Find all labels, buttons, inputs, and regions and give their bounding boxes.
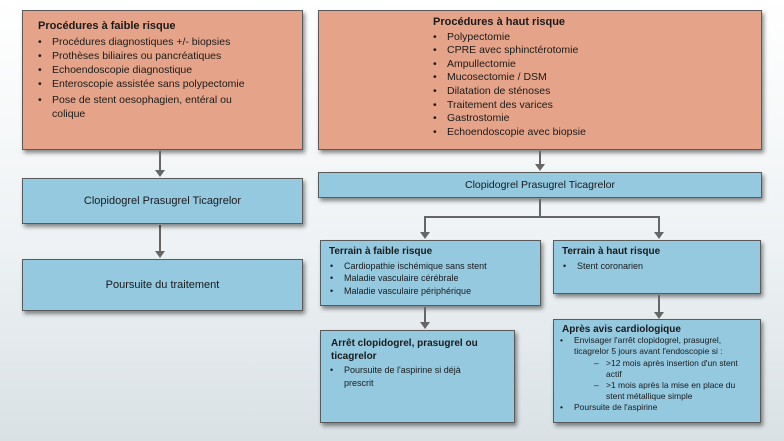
low-risk-terrain-box: Terrain à faible risque Cardiopathie isc… <box>320 240 541 306</box>
arrow-down-icon <box>420 322 430 329</box>
list-item: CPRE avec sphinctérotomie <box>433 44 751 58</box>
list-item: Poursuite de l'aspirine si déjà prescrit <box>330 364 474 389</box>
arrow-down-icon <box>155 170 165 177</box>
arrow-down-icon <box>654 232 664 239</box>
list-item: Cardiopathie ischémique sans stent <box>330 260 534 273</box>
list-item: Poursuite de l'aspirine <box>560 402 754 413</box>
cardiology-advice-box: Après avis cardiologique Envisager l'arr… <box>553 319 761 423</box>
list-item: Enteroscopie assistée sans polypectomie <box>38 77 252 91</box>
stop-treatment-list: Poursuite de l'aspirine si déjà prescrit <box>330 364 508 389</box>
stop-treatment-title: Arrêt clopidogrel, prasugrel ou ticagrel… <box>331 338 478 362</box>
right-drugs-label: Clopidogrel Prasugrel Ticagrelor <box>465 179 615 191</box>
list-item: Prothèses biliaires ou pancréatiques <box>38 49 292 63</box>
list-item: Stent coronarien <box>563 260 754 273</box>
left-drugs-label: Clopidogrel Prasugrel Ticagrelor <box>83 195 242 207</box>
left-drugs-box: Clopidogrel Prasugrel Ticagrelor <box>22 178 303 224</box>
connector-line <box>539 199 541 218</box>
arrow-down-icon <box>654 312 664 319</box>
connector-line <box>424 216 660 218</box>
list-item: >1 mois après la mise en place du stent … <box>594 380 751 402</box>
list-item: Procédures diagnostiques +/- biopsies <box>38 35 292 49</box>
low-risk-terrain-title: Terrain à faible risque <box>329 246 433 257</box>
continue-treatment-box: Poursuite du traitement <box>22 259 303 311</box>
connector-line <box>424 307 426 323</box>
list-item: Gastrostomie <box>433 112 751 126</box>
list-item: Envisager l'arrêt clopidogrel, prasugrel… <box>560 335 752 357</box>
list-item: >12 mois après insertion d'un stent acti… <box>594 358 746 380</box>
connector-line <box>658 295 660 313</box>
list-item: Maladie vasculaire périphérique <box>330 285 534 298</box>
low-risk-procedures-box: Procédures à faible risque Procédures di… <box>22 10 303 150</box>
list-item: Echoendoscopie avec biopsie <box>433 126 751 140</box>
cardiology-advice-title: Après avis cardiologique <box>562 324 681 335</box>
continue-treatment-label: Poursuite du traitement <box>105 279 220 291</box>
list-item: Traitement des varices <box>433 99 751 113</box>
arrow-down-icon <box>155 251 165 258</box>
list-item: Dilatation de sténoses <box>433 85 751 99</box>
connector-line <box>658 216 660 233</box>
list-item: Echoendoscopie diagnostique <box>38 63 292 77</box>
low-risk-procedures-title: Procédures à faible risque <box>38 20 176 32</box>
list-item: Polypectomie <box>433 31 751 45</box>
connector-line <box>159 225 161 252</box>
high-risk-procedures-title: Procédures à haut risque <box>433 16 566 28</box>
arrow-down-icon <box>535 164 545 171</box>
cardiology-advice-list-2: Poursuite de l'aspirine <box>560 402 754 413</box>
connector-line <box>159 151 161 171</box>
cardiology-advice-list: Envisager l'arrêt clopidogrel, prasugrel… <box>560 335 754 357</box>
connector-line <box>539 151 541 165</box>
right-drugs-box: Clopidogrel Prasugrel Ticagrelor <box>318 172 762 198</box>
arrow-down-icon <box>420 232 430 239</box>
stop-treatment-box: Arrêt clopidogrel, prasugrel ou ticagrel… <box>320 330 515 423</box>
low-risk-terrain-list: Cardiopathie ischémique sans stent Malad… <box>329 260 534 298</box>
connector-line <box>424 216 426 233</box>
high-risk-terrain-list: Stent coronarien <box>562 260 754 273</box>
low-risk-procedures-list: Procédures diagnostiques +/- biopsies Pr… <box>38 35 292 121</box>
list-item: Mucosectomie / DSM <box>433 71 751 85</box>
list-item: Ampullectomie <box>433 58 751 72</box>
list-item: Pose de stent oesophagien, entéral ou co… <box>38 93 267 121</box>
list-item: Maladie vasculaire cérébrale <box>330 272 534 285</box>
high-risk-procedures-box: Procédures à haut risque Polypectomie CP… <box>318 10 762 150</box>
high-risk-terrain-box: Terrain à haut risque Stent coronarien <box>553 240 761 294</box>
high-risk-procedures-list: Polypectomie CPRE avec sphinctérotomie A… <box>433 31 751 140</box>
cardiology-advice-sublist: >12 mois après insertion d'un stent acti… <box>562 358 754 403</box>
high-risk-terrain-title: Terrain à haut risque <box>562 246 661 257</box>
